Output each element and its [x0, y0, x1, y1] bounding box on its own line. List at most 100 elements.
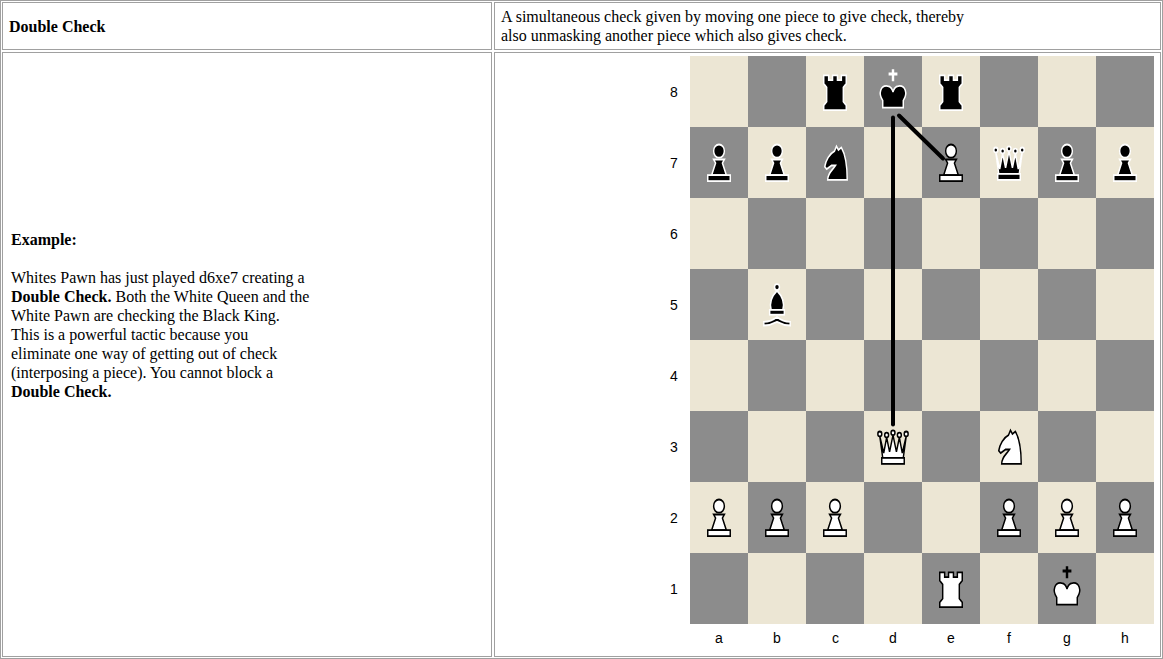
board-square [1096, 553, 1154, 624]
chess-piece [940, 572, 962, 607]
board-square [806, 56, 864, 127]
board-square [1038, 340, 1096, 411]
board-square [806, 482, 864, 553]
board-square [980, 411, 1038, 482]
example-paragraph: Whites Pawn has just played d6xe7 creati… [11, 268, 311, 401]
board-square [806, 127, 864, 198]
board-square [922, 553, 980, 624]
board-square [1038, 198, 1096, 269]
file-label: f [1007, 630, 1011, 646]
file-label: d [889, 630, 897, 646]
chess-piece [940, 145, 962, 182]
chess-piece [1056, 500, 1078, 537]
board-square [690, 127, 748, 198]
board-square [922, 269, 980, 340]
chess-piece [1056, 145, 1078, 182]
chess-piece [708, 145, 730, 182]
file-label: e [947, 630, 955, 646]
rank-label: 6 [670, 226, 678, 242]
board-square [1038, 553, 1096, 624]
board-square [690, 340, 748, 411]
board-square [690, 482, 748, 553]
rank-label: 2 [670, 510, 678, 526]
table-cell: A simultaneous check given by moving one… [494, 2, 1161, 50]
rank-label: 4 [670, 368, 678, 384]
board-square [806, 340, 864, 411]
board-square [1096, 482, 1154, 553]
board-square [980, 482, 1038, 553]
bold-term: Double Check. [11, 288, 111, 305]
board-square [806, 553, 864, 624]
board-square [690, 56, 748, 127]
board-square [922, 127, 980, 198]
board-square [922, 56, 980, 127]
file-label: g [1063, 630, 1071, 646]
chess-piece [1054, 566, 1079, 604]
chess-piece [825, 146, 847, 180]
chess-piece [1114, 500, 1136, 537]
check-line [891, 118, 895, 425]
board-square [748, 553, 806, 624]
file-label: c [832, 630, 839, 646]
chess-piece [880, 69, 905, 107]
board-square [690, 553, 748, 624]
board-square [1038, 56, 1096, 127]
board-square [1096, 411, 1154, 482]
chess-piece [824, 75, 846, 110]
board-square [922, 411, 980, 482]
board-square [1096, 56, 1154, 127]
board-square [806, 269, 864, 340]
board-square [748, 269, 806, 340]
chess-piece [940, 75, 962, 110]
file-label: b [773, 630, 781, 646]
board-square [1096, 127, 1154, 198]
board-square [980, 56, 1038, 127]
board-square [922, 198, 980, 269]
board-square [980, 198, 1038, 269]
chess-piece [878, 430, 908, 464]
board-square [1096, 340, 1154, 411]
board-square [864, 482, 922, 553]
board-square [1038, 411, 1096, 482]
rank-label: 7 [670, 155, 678, 171]
chess-piece [824, 500, 846, 537]
board-square [1038, 127, 1096, 198]
board-square [1038, 482, 1096, 553]
chess-piece [998, 500, 1020, 537]
table-cell: Double Check [2, 2, 492, 50]
board-square [748, 56, 806, 127]
example-block: Example: Whites Pawn has just played d6xe… [11, 230, 311, 401]
bold-term: Double Check. [11, 383, 111, 400]
board-square [690, 198, 748, 269]
board-square [748, 411, 806, 482]
chess-piece [766, 145, 788, 182]
board-square [806, 411, 864, 482]
board-square [1096, 269, 1154, 340]
board-square [748, 340, 806, 411]
board-square [806, 198, 864, 269]
chess-piece [994, 146, 1024, 180]
board-square [748, 198, 806, 269]
board-square [922, 482, 980, 553]
definition-text: A simultaneous check given by moving one… [501, 7, 973, 45]
board-square [748, 127, 806, 198]
term-heading: Double Check [9, 17, 105, 36]
board-square [980, 340, 1038, 411]
board-square [980, 269, 1038, 340]
board-square [690, 411, 748, 482]
chess-piece [999, 430, 1021, 464]
chess-piece [708, 500, 730, 537]
board-square [980, 127, 1038, 198]
file-label: h [1121, 630, 1129, 646]
rank-label: 5 [670, 297, 678, 313]
example-heading: Example: [11, 230, 311, 249]
example-text: Whites Pawn has just played d6xe7 creati… [11, 269, 305, 286]
chess-piece [766, 500, 788, 537]
rank-label: 8 [670, 84, 678, 100]
board-square [922, 340, 980, 411]
board-square [1038, 269, 1096, 340]
board-square [980, 553, 1038, 624]
rank-label: 1 [670, 581, 678, 597]
board-square [864, 553, 922, 624]
table-cell: Example: Whites Pawn has just played d6xe… [2, 52, 492, 657]
